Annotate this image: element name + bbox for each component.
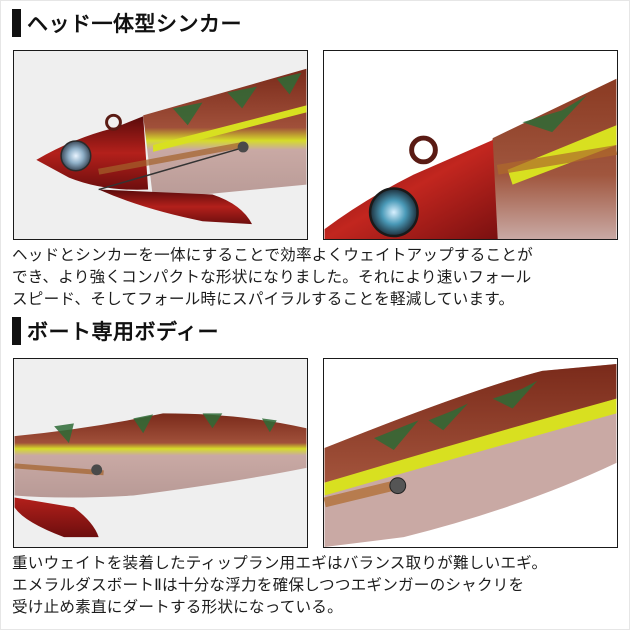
image-boat-body-closeup: [323, 358, 618, 548]
lure-body-illustration: [14, 413, 307, 538]
lure-head-closeup-illustration: [324, 78, 617, 239]
image-head-sinker-closeup: [323, 50, 618, 240]
heading-text: ボート専用ボディー: [27, 320, 220, 344]
section-heading-head-sinker: ヘッド一体型シンカー: [12, 8, 242, 38]
heading-text: ヘッド一体型シンカー: [27, 12, 242, 36]
heading-bar-icon: [12, 9, 21, 37]
description-line: 受け止め素直にダートする形状になっている。: [12, 598, 343, 616]
description-head-sinker: ヘッドとシンカーを一体にすることで効率よくウェイトアップすることが でき、より強…: [12, 244, 622, 310]
image-boat-body-side: [13, 358, 308, 548]
image-head-sinker-side: [13, 50, 308, 240]
heading-bar-icon: [12, 317, 21, 345]
description-boat-body: 重いウェイトを装着したティップラン用エギはバランス取りが難しいエギ。 エメラルダ…: [12, 552, 622, 618]
description-line: スピード、そしてフォール時にスパイラルすることを軽減しています。: [12, 290, 515, 308]
description-line: でき、より強くコンパクトな形状になりました。それにより速いフォール: [12, 268, 532, 286]
description-line: エメラルダスボートⅡは十分な浮力を確保しつつエギンガーのシャクリを: [12, 576, 525, 594]
lure-head-illustration: [36, 68, 307, 225]
description-line: 重いウェイトを装着したティップラン用エギはバランス取りが難しいエギ。: [12, 554, 548, 572]
lure-body-closeup-illustration: [324, 363, 617, 547]
section-heading-boat-body: ボート専用ボディー: [12, 316, 219, 346]
description-line: ヘッドとシンカーを一体にすることで効率よくウェイトアップすることが: [12, 246, 533, 264]
